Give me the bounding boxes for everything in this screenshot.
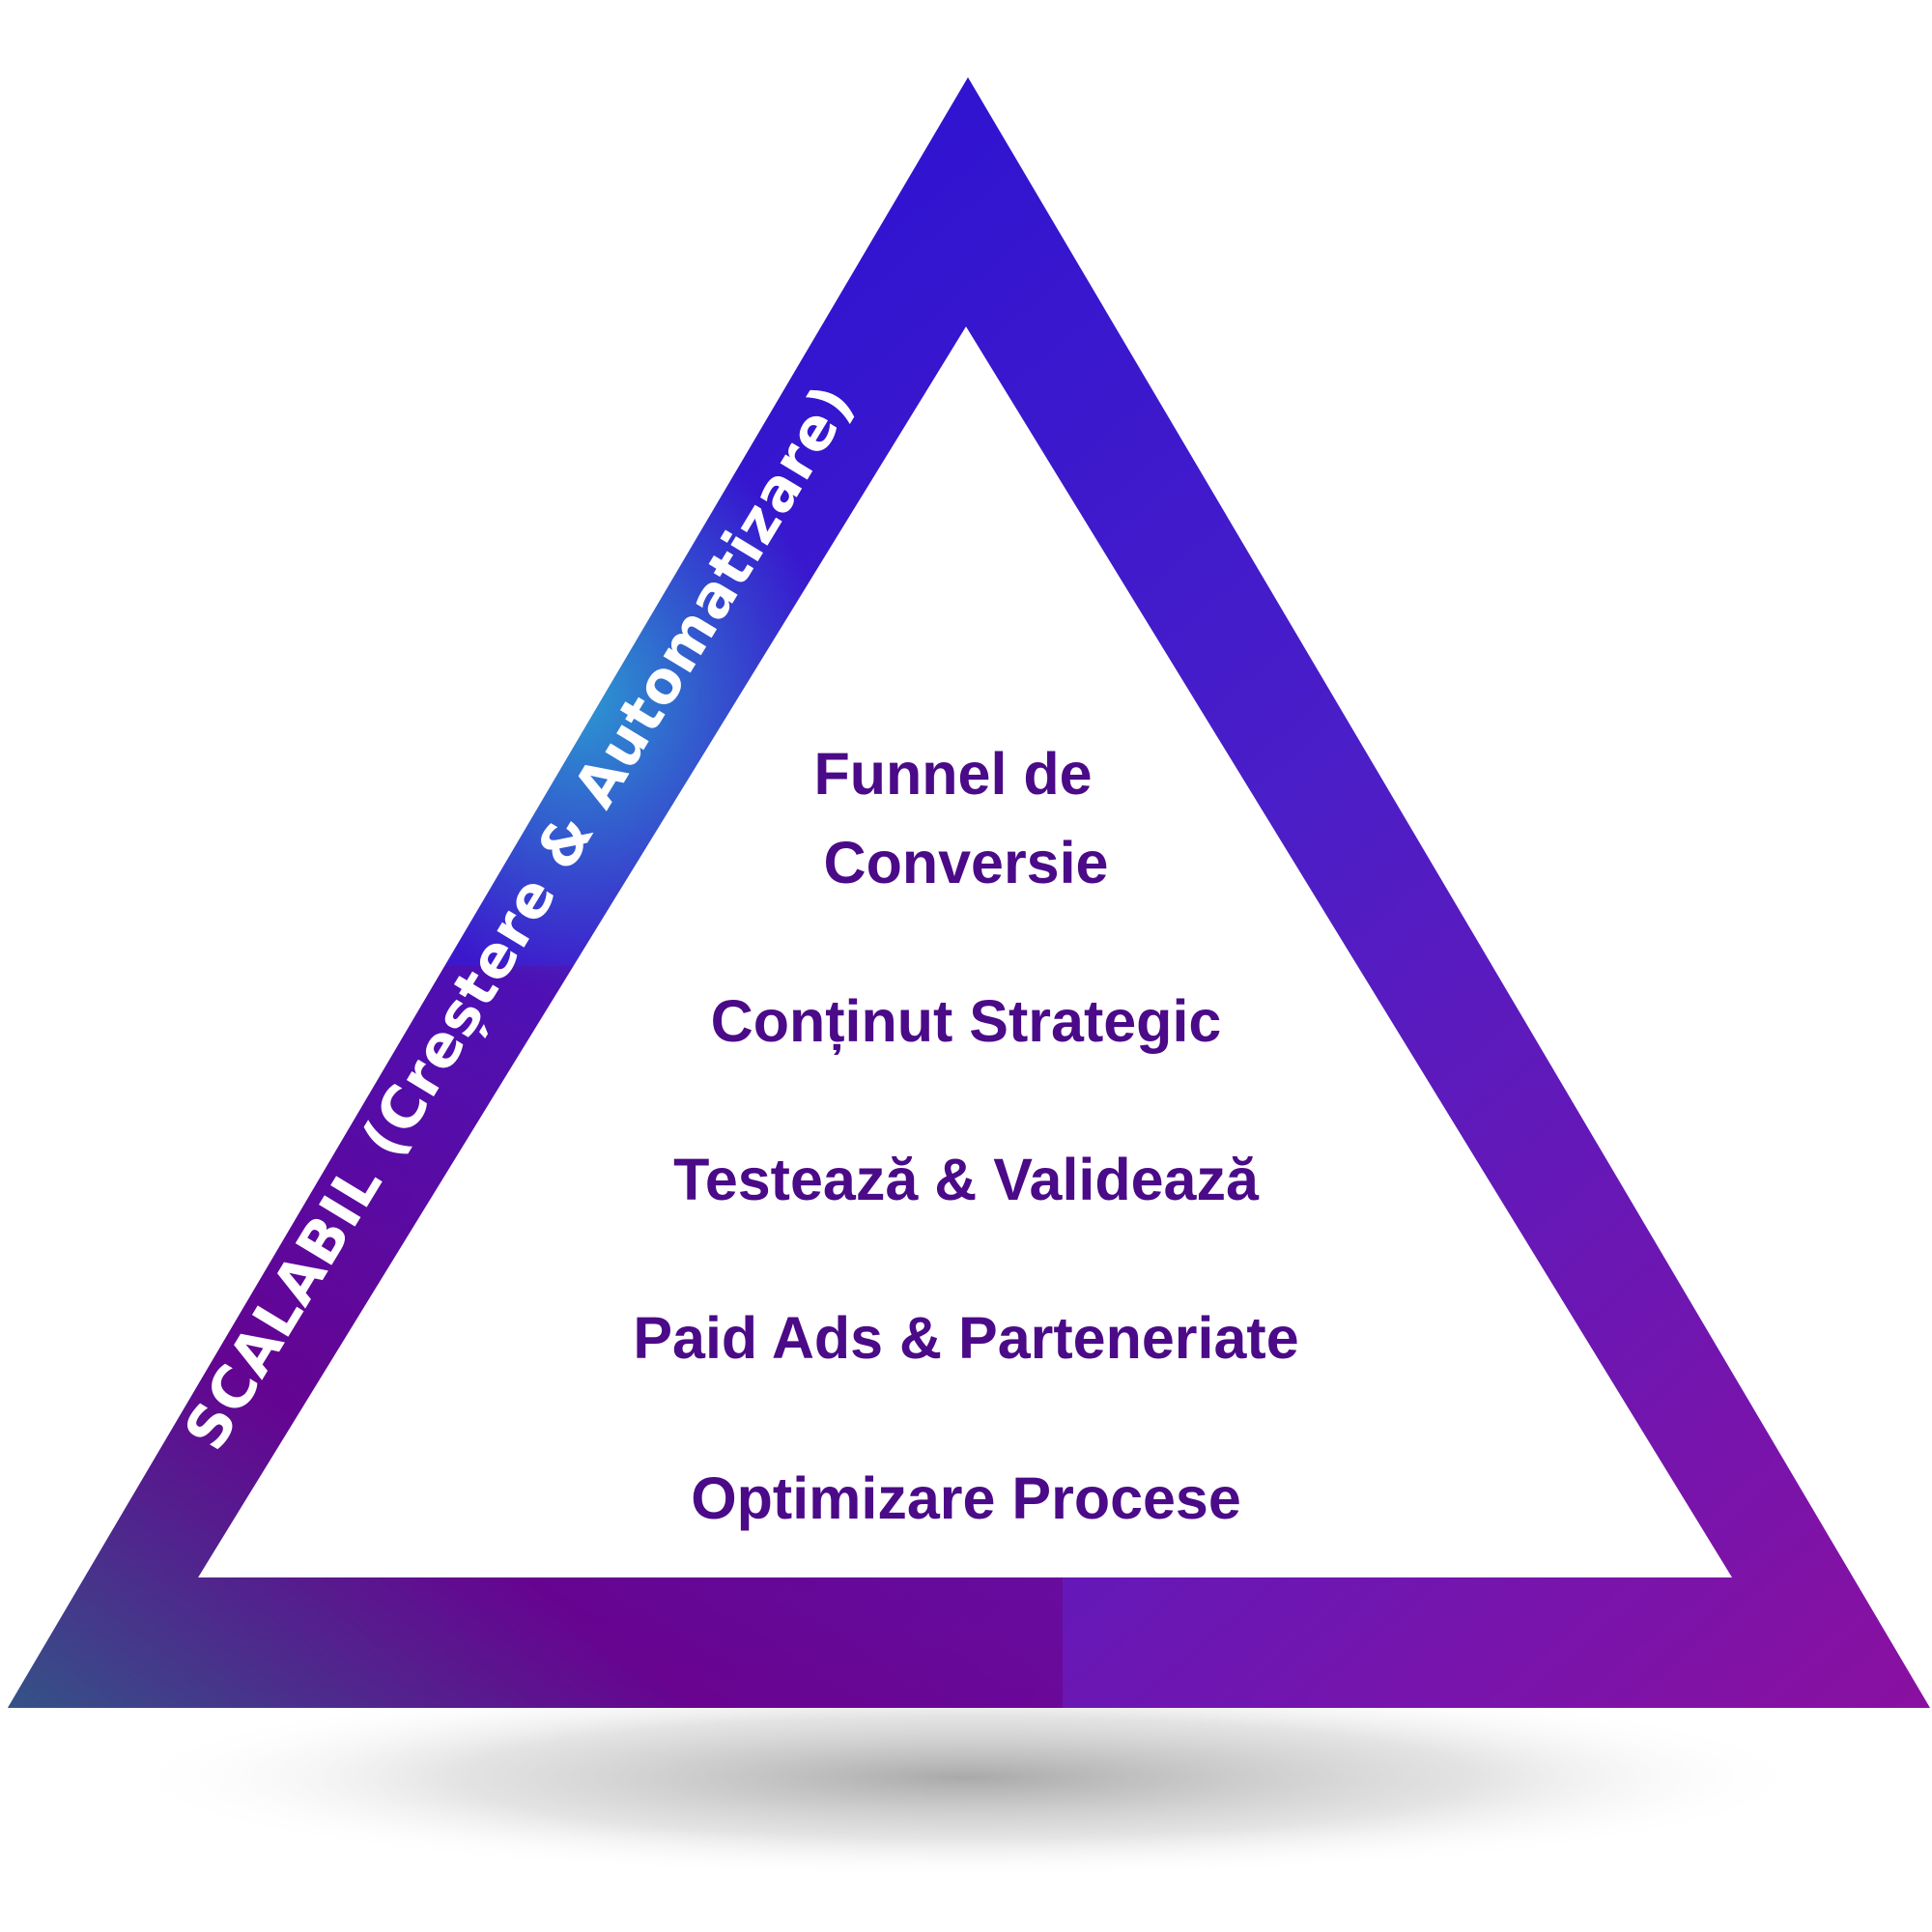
layer-label-paid-ads: Paid Ads & Parteneriate [633, 1305, 1298, 1371]
side-label-scalabil: SCALABIL (Creștere & Automatizare) [172, 373, 867, 1462]
layer-label-testeaza: Testează & Validează [673, 1147, 1260, 1212]
layer-label-funnel: Funnel de Conversie [813, 741, 1108, 895]
layer-label-funnel-line2: Conversie [824, 830, 1109, 895]
layer-label-optimizare: Optimizare Procese [691, 1465, 1241, 1531]
layer-label-continut: Conținut Strategic [711, 988, 1222, 1055]
layer-label-funnel-line1: Funnel de [813, 741, 1092, 807]
pyramid-shadow [116, 1676, 1816, 1879]
